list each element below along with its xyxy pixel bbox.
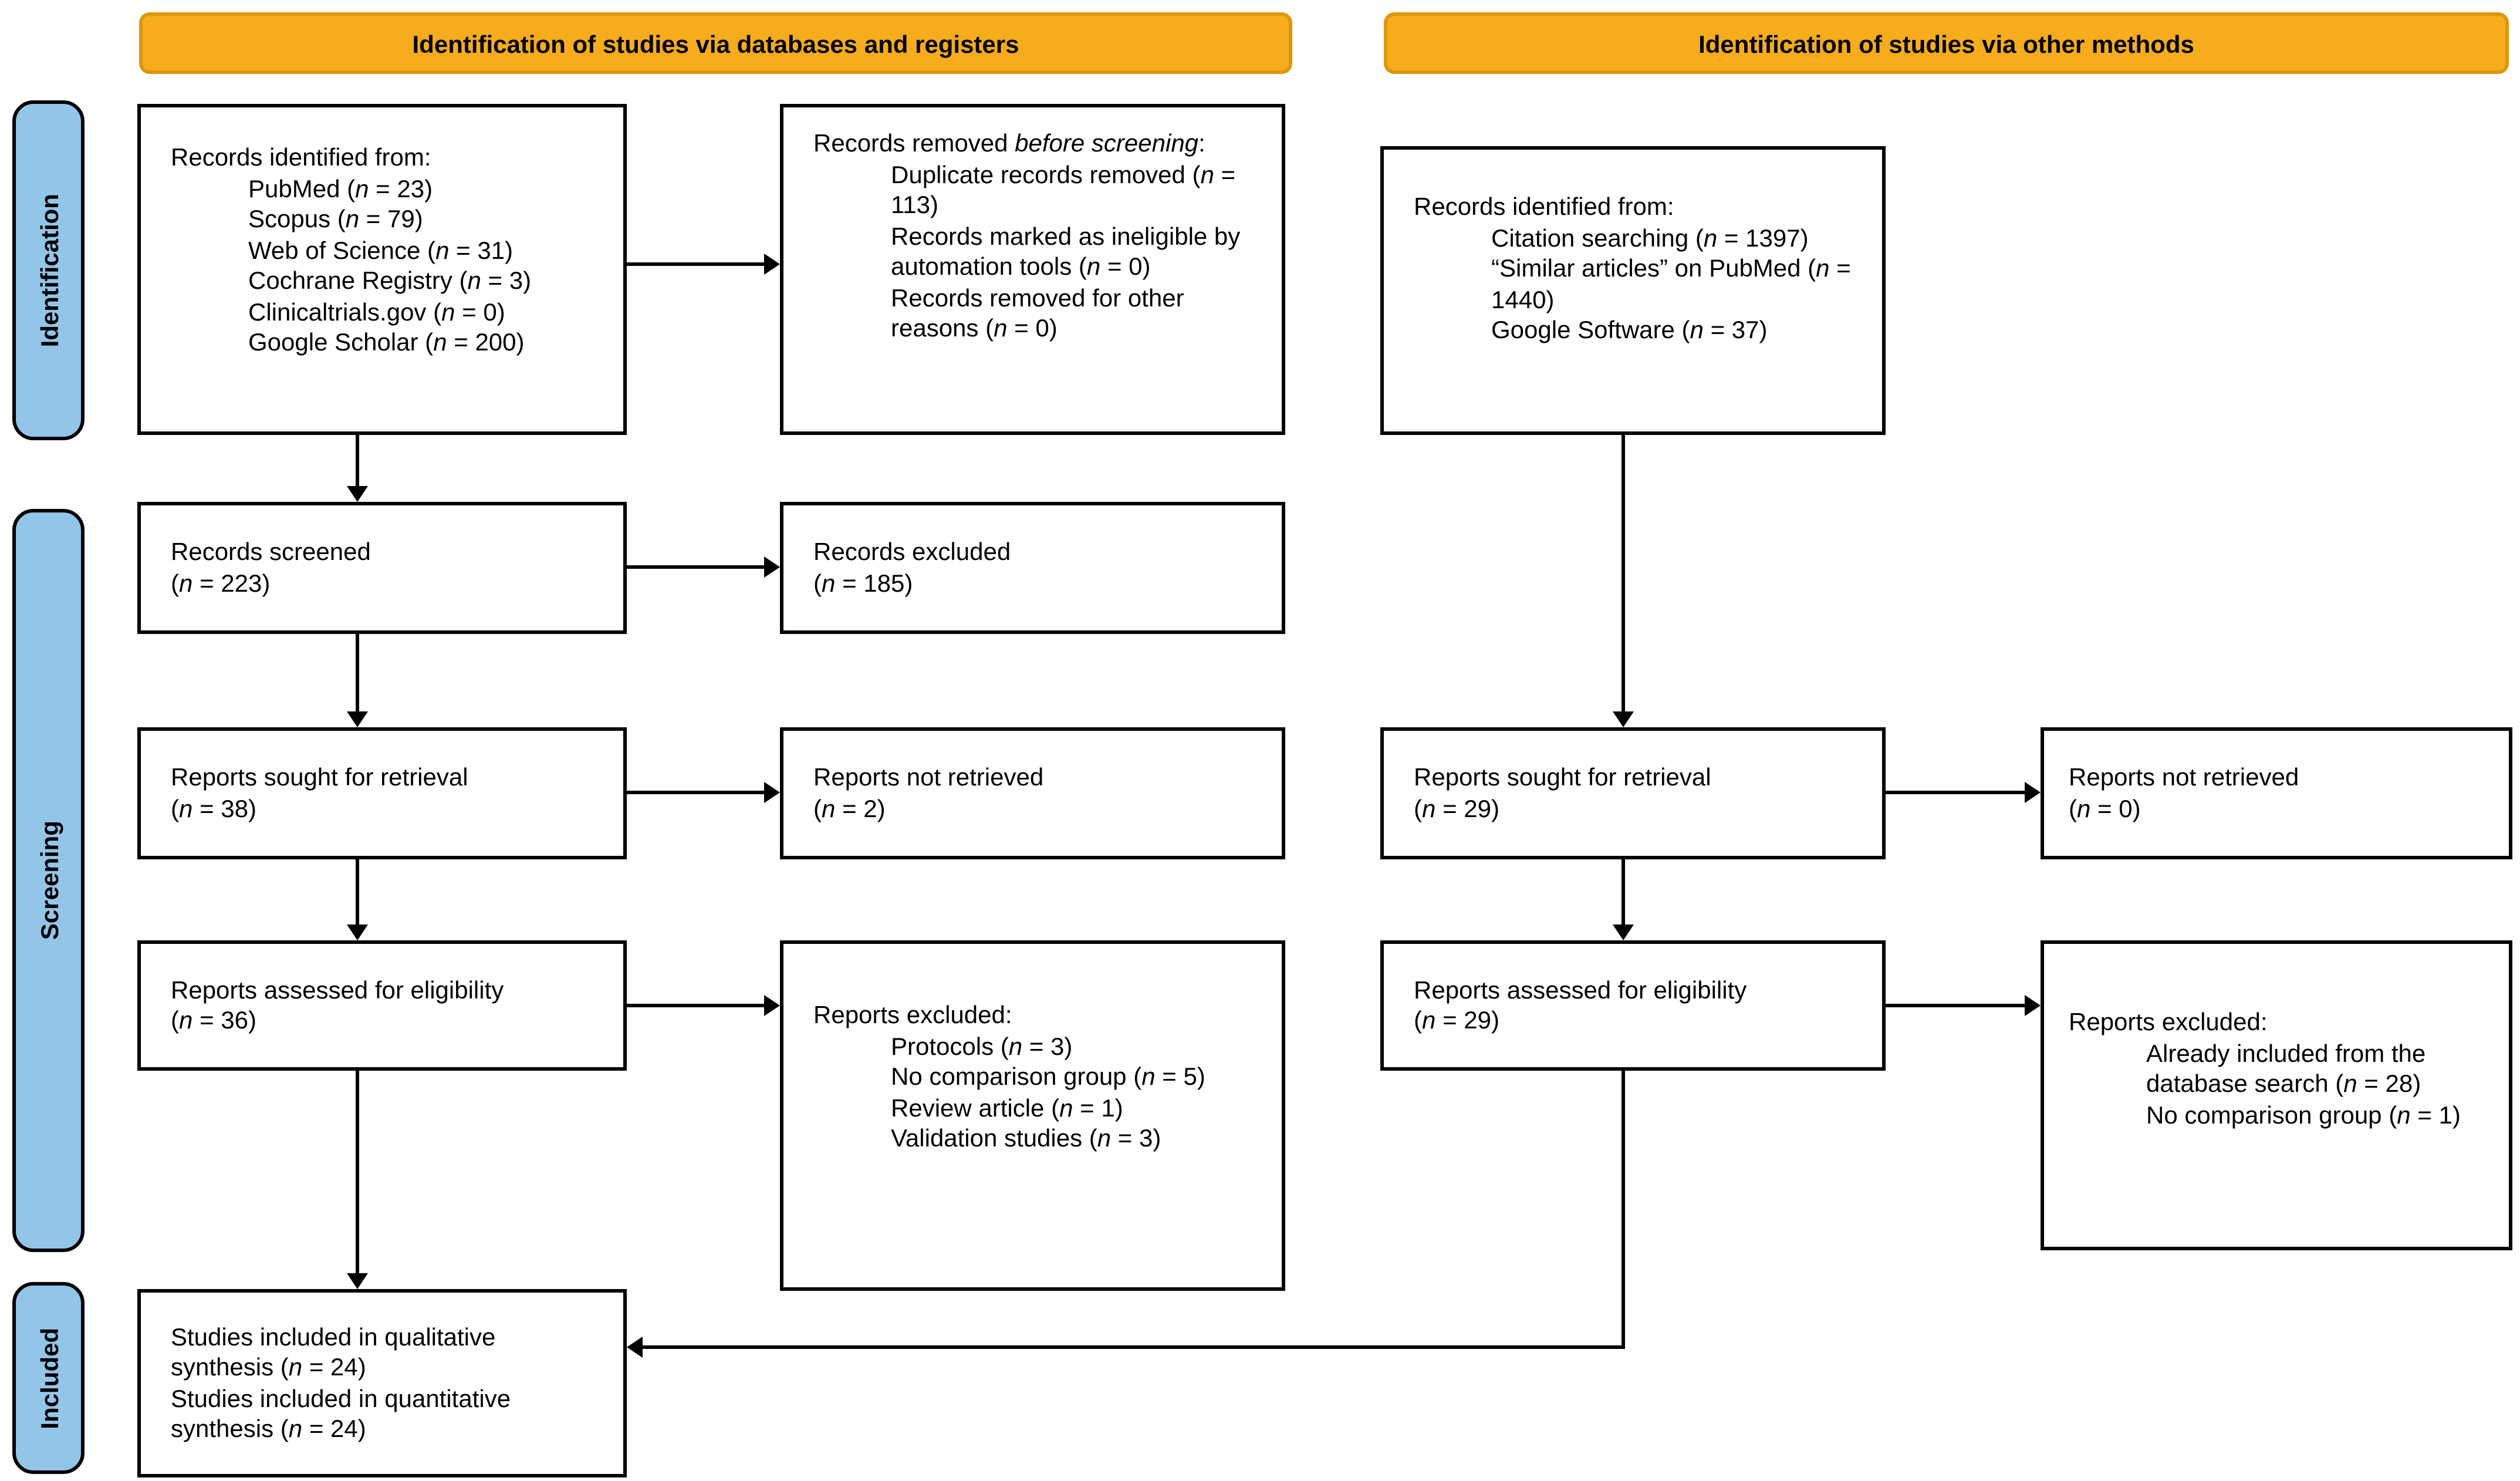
arrow-other-assessed-to-included-head — [627, 1337, 643, 1358]
box-reports-sought-other: Reports sought for retrieval (n = 29) — [1380, 727, 1886, 859]
box-line: (n = 36) — [171, 1006, 257, 1034]
arrow-sought-to-notretrieved-line — [627, 791, 764, 794]
arrow-assessed-to-included-head — [347, 1273, 368, 1289]
box-line: (n = 0) — [2069, 793, 2141, 822]
box-item: Web of Science (n = 31) — [248, 235, 514, 264]
arrow-other-assessed-to-excluded-head — [2025, 995, 2041, 1016]
arrow-assessed-to-excluded-line — [627, 1004, 764, 1007]
box-item: Records removed for other reasons (n = 0… — [891, 282, 1184, 342]
stage-bar-included: Included — [12, 1282, 85, 1474]
box-item: Cochrane Registry (n = 3) — [248, 266, 532, 294]
box-line: Records excluded — [813, 537, 1011, 565]
arrow-other-identified-to-sought-head — [1613, 711, 1634, 727]
header-databases-registers: Identification of studies via databases … — [139, 12, 1292, 74]
box-item: No comparison group (n = 1) — [2146, 1099, 2461, 1128]
header-databases-label: Identification of studies via databases … — [412, 29, 1019, 58]
box-intro: Reports excluded: — [813, 1000, 1012, 1028]
box-reports-assessed-other: Reports assessed for eligibility (n = 29… — [1380, 940, 1886, 1071]
arrow-other-assessed-to-included-vline — [1622, 1071, 1625, 1349]
box-reports-excluded-other: Reports excluded: Already included from … — [2041, 940, 2512, 1250]
box-records-identified-other: Records identified from: Citation search… — [1380, 146, 1886, 435]
box-item: Citation searching (n = 1397) — [1491, 222, 1809, 251]
box-records-excluded: Records excluded (n = 185) — [780, 502, 1285, 634]
arrow-identified-to-removed-head — [764, 254, 780, 275]
arrow-identified-to-screened-head — [347, 486, 368, 502]
box-line: (n = 38) — [171, 793, 257, 822]
arrow-screened-to-excluded-head — [764, 556, 780, 578]
box-studies-included: Studies included in qualitative synthesi… — [137, 1289, 627, 1477]
box-item: Already included from the database searc… — [2146, 1038, 2426, 1098]
box-line: (n = 29) — [1414, 793, 1500, 822]
box-line: Reports sought for retrieval — [1414, 763, 1711, 791]
arrow-identified-to-screened-line — [356, 435, 359, 488]
box-item: PubMed (n = 23) — [248, 173, 433, 202]
box-line: Reports sought for retrieval — [171, 763, 468, 791]
box-line: Reports not retrieved — [813, 763, 1044, 791]
box-line: (n = 223) — [171, 568, 271, 596]
box-item: Review article (n = 1) — [891, 1092, 1123, 1121]
header-other-label: Identification of studies via other meth… — [1698, 29, 2194, 58]
arrow-identified-to-removed-line — [627, 262, 764, 266]
box-reports-assessed-databases: Reports assessed for eligibility (n = 36… — [137, 940, 627, 1071]
arrow-other-sought-to-notretrieved-line — [1886, 791, 2025, 794]
stage-identification-label: Identification — [34, 193, 63, 348]
box-item: Scopus (n = 79) — [248, 204, 423, 232]
box-item: Validation studies (n = 3) — [891, 1124, 1161, 1152]
stage-bar-screening: Screening — [12, 509, 85, 1252]
box-item: “Similar articles” on PubMed (n = 1440) — [1491, 254, 1851, 313]
arrow-other-assessed-to-excluded-line — [1886, 1004, 2025, 1007]
box-reports-excluded-databases: Reports excluded: Protocols (n = 3) No c… — [780, 940, 1285, 1291]
box-item: Google Software (n = 37) — [1491, 315, 1768, 343]
box-item: Protocols (n = 3) — [891, 1031, 1073, 1060]
arrow-screened-to-sought-head — [347, 711, 368, 727]
box-item: Google Scholar (n = 200) — [248, 328, 525, 356]
arrow-other-sought-to-notretrieved-head — [2025, 782, 2041, 803]
arrow-other-sought-to-assessed-line — [1622, 859, 1625, 926]
box-item: Duplicate records removed (n = 113) — [891, 159, 1236, 219]
box-line: (n = 2) — [813, 793, 886, 822]
arrow-screened-to-excluded-line — [627, 565, 764, 569]
box-line: (n = 185) — [813, 568, 913, 596]
box-reports-sought-databases: Reports sought for retrieval (n = 38) — [137, 727, 627, 859]
header-other-methods: Identification of studies via other meth… — [1384, 12, 2509, 74]
box-line: Reports assessed for eligibility — [171, 974, 504, 1003]
arrow-other-identified-to-sought-line — [1622, 435, 1625, 713]
stage-bar-identification: Identification — [12, 100, 85, 440]
box-line: Reports assessed for eligibility — [1414, 974, 1747, 1003]
arrow-screened-to-sought-line — [356, 634, 359, 713]
arrow-assessed-to-excluded-head — [764, 995, 780, 1016]
arrow-assessed-to-included-line — [356, 1071, 359, 1275]
box-reports-not-retrieved-other: Reports not retrieved (n = 0) — [2041, 727, 2512, 859]
box-item: Records marked as ineligible by automati… — [891, 221, 1241, 281]
box-records-screened: Records screened (n = 223) — [137, 502, 627, 634]
box-line: Studies included in qualitative synthesi… — [171, 1321, 496, 1381]
box-intro: Records removed before screening: — [813, 129, 1205, 157]
box-item: No comparison group (n = 5) — [891, 1062, 1205, 1090]
box-intro: Records identified from: — [1414, 192, 1674, 220]
box-line: Studies included in quantitative synthes… — [171, 1383, 511, 1443]
arrow-other-assessed-to-included-hline — [643, 1345, 1625, 1349]
stage-included-label: Included — [34, 1327, 63, 1429]
box-intro: Records identified from: — [171, 143, 431, 171]
arrow-sought-to-assessed-head — [347, 925, 368, 940]
box-intro: Reports excluded: — [2069, 1007, 2268, 1035]
box-records-identified-databases: Records identified from: PubMed (n = 23)… — [137, 104, 627, 435]
box-records-removed-before-screening: Records removed before screening: Duplic… — [780, 104, 1285, 435]
box-item: Clinicaltrials.gov (n = 0) — [248, 296, 505, 325]
arrow-sought-to-assessed-line — [356, 859, 359, 926]
arrow-sought-to-notretrieved-head — [764, 782, 780, 803]
box-line: (n = 29) — [1414, 1006, 1500, 1034]
stage-screening-label: Screening — [34, 821, 63, 940]
box-line: Records screened — [171, 537, 371, 565]
box-reports-not-retrieved-databases: Reports not retrieved (n = 2) — [780, 727, 1285, 859]
arrow-other-sought-to-assessed-head — [1613, 925, 1634, 940]
box-line: Reports not retrieved — [2069, 763, 2299, 791]
